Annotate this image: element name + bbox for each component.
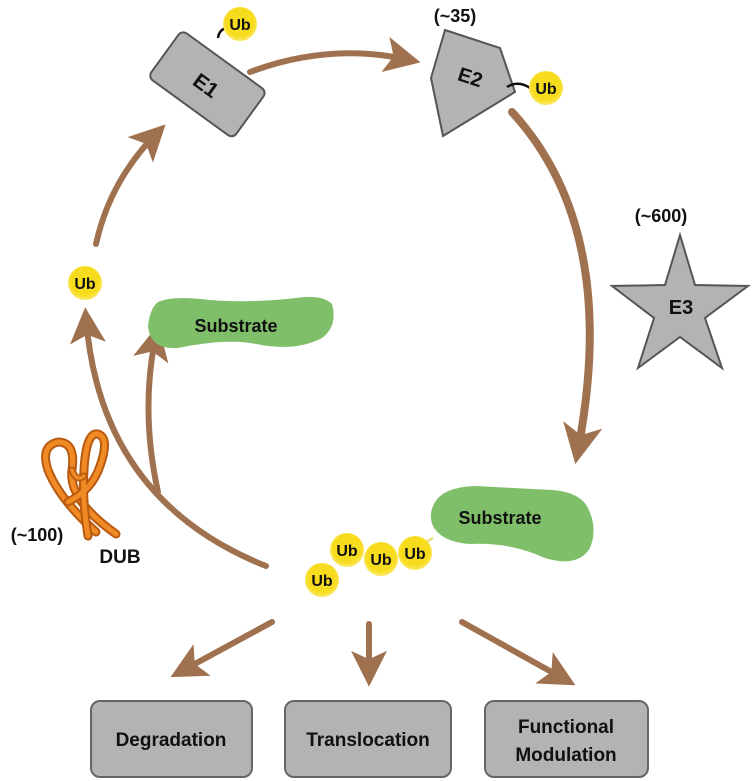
- outcome-label-line1: Functional: [518, 717, 614, 738]
- substrate-blob: [148, 296, 334, 349]
- ub-label: Ub: [229, 17, 251, 34]
- e1-enzyme: E1: [149, 31, 266, 138]
- ub-circle: [68, 266, 102, 300]
- ubiquitinated-substrate: Substrate: [430, 486, 594, 562]
- e3-enzyme: E3: [609, 231, 751, 371]
- ub-circle: [223, 7, 257, 41]
- outcome-box: [484, 700, 649, 778]
- outcome-box: [90, 700, 253, 778]
- polyub-2: Ub: [330, 533, 364, 567]
- ub-label: Ub: [311, 573, 333, 590]
- e2-enzyme: E2: [429, 28, 517, 138]
- dub-ribbon-icon: [41, 429, 121, 541]
- outcome-functional-modulation: Functional Modulation: [484, 700, 649, 778]
- arrow-dub-to-ub: [69, 307, 269, 569]
- e2-ub-linker: [506, 82, 531, 90]
- free-substrate: Substrate: [148, 296, 334, 349]
- substrate-label: Substrate: [458, 508, 541, 528]
- e1-ub: Ub: [223, 7, 257, 41]
- outcome-degradation: Degradation: [90, 700, 253, 778]
- e2-ub: Ub: [529, 71, 563, 105]
- outcome-label-line2: Modulation: [515, 745, 616, 766]
- outcome-label: Degradation: [116, 730, 227, 751]
- ub-label: Ub: [404, 546, 426, 563]
- e2-count: (~35): [434, 6, 477, 26]
- substrate-blob: [430, 486, 594, 562]
- ub-label: Ub: [535, 81, 557, 98]
- polyub-chain: Ub Ub Ub Ub: [305, 533, 432, 597]
- dub-enzyme: (~100) DUB: [11, 429, 141, 568]
- ub-circle: [330, 533, 364, 567]
- ub-circle: [398, 536, 432, 570]
- e3-star-shape: [609, 231, 751, 371]
- outcome-box: [284, 700, 452, 778]
- arrow-ub-to-e1: [93, 124, 166, 247]
- e3-label: E3: [669, 297, 693, 319]
- dub-label: DUB: [99, 547, 140, 568]
- ub-circle: [529, 71, 563, 105]
- arrow-e1-to-e2: [247, 36, 421, 75]
- polyub-1: Ub: [305, 563, 339, 597]
- ub-circle: [305, 563, 339, 597]
- arrow-to-functional-modulation: [459, 619, 576, 686]
- e1-shape: [149, 31, 266, 138]
- arrow-e2-to-substrate: [508, 108, 603, 465]
- dub-count: (~100): [11, 525, 64, 545]
- arrow-to-degradation: [170, 619, 275, 678]
- free-ub: Ub: [68, 266, 102, 300]
- e2-shape: [429, 28, 517, 138]
- ub-label: Ub: [336, 543, 358, 560]
- ub-label: Ub: [370, 552, 392, 569]
- outcome-translocation: Translocation: [284, 700, 452, 778]
- outcome-label: Translocation: [306, 730, 430, 751]
- substrate-label: Substrate: [194, 316, 277, 336]
- e3-count: (~600): [635, 206, 688, 226]
- polyub-4: Ub: [398, 536, 432, 570]
- ub-circle: [364, 542, 398, 576]
- arrow-dub-to-substrate: [133, 324, 169, 495]
- ub-label: Ub: [74, 276, 96, 293]
- polyub-3: Ub: [364, 542, 398, 576]
